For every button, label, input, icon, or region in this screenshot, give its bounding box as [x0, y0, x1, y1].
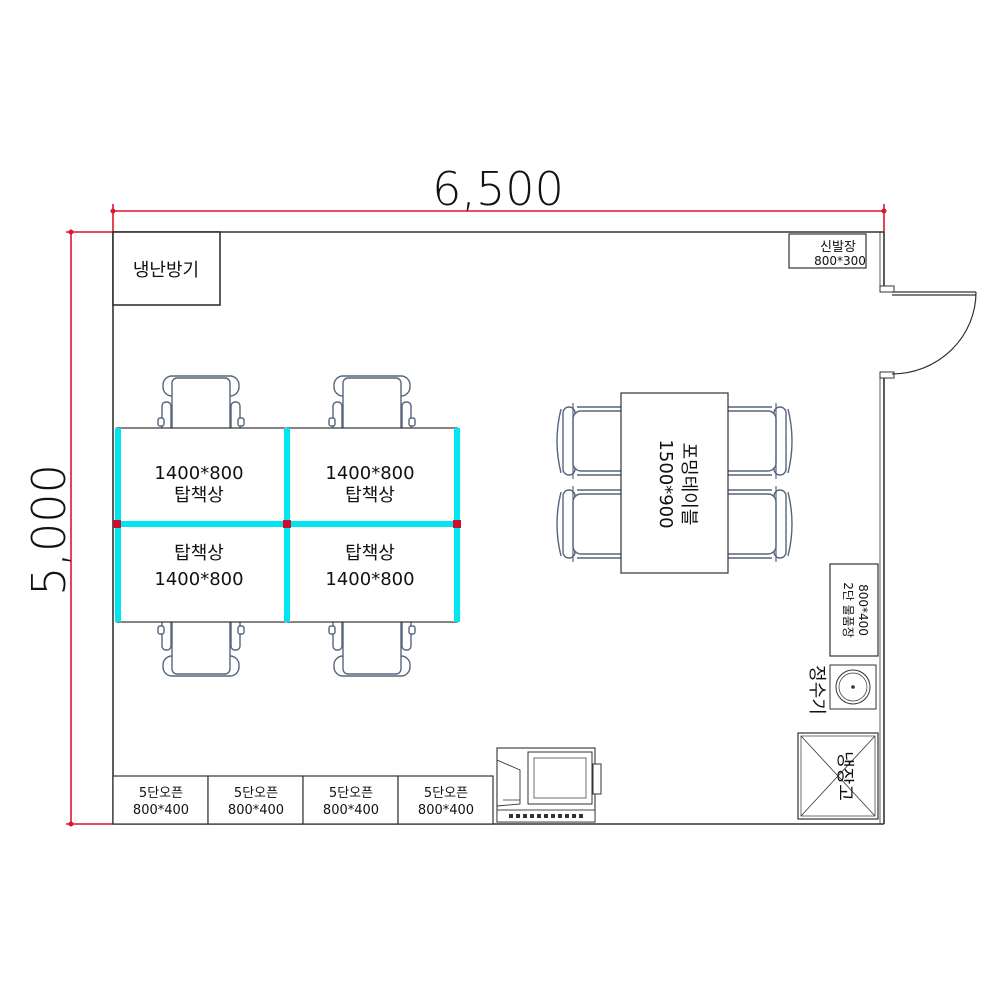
meeting-table [620, 392, 729, 574]
open-shelf-4 [397, 775, 494, 825]
open-shelf-3-size: 800*400 [323, 803, 379, 818]
desk-bottom-right [286, 523, 458, 623]
width-dimension: 6,500 [110, 162, 887, 232]
desk-top-right [286, 427, 458, 525]
open-shelf-4-name: 5단오픈 [424, 786, 468, 801]
open-shelf-3 [302, 775, 399, 825]
entrance-door [879, 285, 977, 379]
storage-cabinet-name: 2단 물품장 [841, 582, 855, 638]
desk-top-left [116, 427, 286, 525]
heater-unit: 냉난방기 [112, 231, 221, 306]
shoe-cabinet-name: 신발장 [820, 240, 856, 255]
water-purifier: 정수기 [806, 664, 877, 715]
desk-top-right-name: 탑책상 [345, 485, 395, 506]
height-dimension-label: 5,000 [22, 464, 76, 596]
desk-top-right-size: 1400*800 [325, 463, 414, 484]
desk-top-left-name: 탑책상 [174, 485, 224, 506]
storage-cabinet-size: 800*400 [856, 584, 870, 636]
desk-bottom-left-size: 1400*800 [154, 569, 243, 590]
heater-label: 냉난방기 [133, 260, 199, 281]
meeting-table-name: 포밍테이블 [678, 443, 699, 526]
open-shelf-3-name: 5단오픈 [329, 786, 373, 801]
shoe-cabinet: 신발장 800*300 [788, 233, 867, 269]
water-purifier-label: 정수기 [806, 665, 827, 715]
desk-bottom-left-name: 탑책상 [174, 543, 224, 564]
meeting-table-size: 1500*900 [655, 439, 676, 528]
desk-cluster: 1400*800 탑책상 1400*800 탑책상 탑책상 1400*800 탑… [113, 427, 461, 623]
desk-top-left-size: 1400*800 [154, 463, 243, 484]
open-shelf-2-size: 800*400 [228, 803, 284, 818]
height-dimension: 5,000 [22, 229, 113, 827]
open-shelf-1-size: 800*400 [133, 803, 189, 818]
desk-bottom-right-name: 탑책상 [345, 543, 395, 564]
desk-bottom-right-size: 1400*800 [325, 569, 414, 590]
open-shelf-1-name: 5단오픈 [139, 786, 183, 801]
open-shelves: 5단오픈 800*400 5단오픈 800*400 5단오픈 800*400 5… [112, 775, 494, 825]
shoe-cabinet-size: 800*300 [814, 254, 866, 268]
open-shelf-2 [207, 775, 304, 825]
copier-machine [496, 747, 602, 823]
open-shelf-1 [112, 775, 209, 825]
width-dimension-label: 6,500 [432, 162, 564, 216]
desk-partitions [113, 428, 461, 622]
refrigerator: 냉장고 [797, 732, 879, 820]
storage-cabinet-2tier: 800*400 2단 물품장 [829, 563, 879, 657]
desk-bottom-left [116, 523, 286, 623]
refrigerator-label: 냉장고 [834, 751, 855, 801]
open-shelf-4-size: 800*400 [418, 803, 474, 818]
meeting-area: 포밍테이블 1500*900 [556, 392, 793, 574]
open-shelf-2-name: 5단오픈 [234, 786, 278, 801]
